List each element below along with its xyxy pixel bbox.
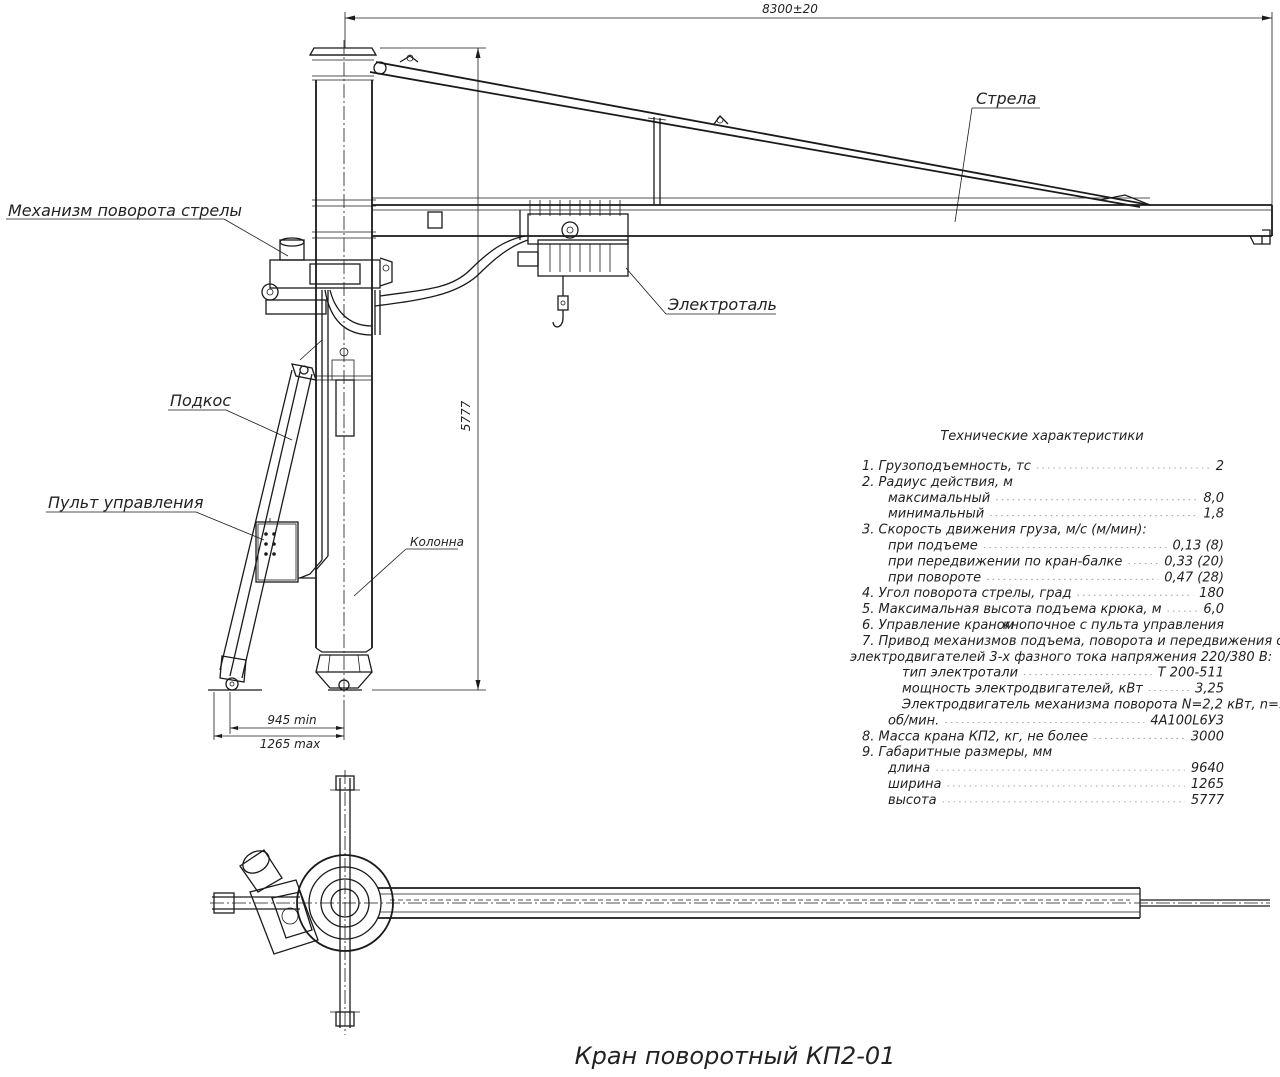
- spec-row-label: 4. Угол поворота стрелы, град: [862, 586, 1071, 601]
- callouts: Стрела Механизм поворота стрелы Электрот…: [6, 89, 1040, 597]
- spec-row-label: электродвигателей 3-х фазного тока напря…: [850, 650, 1272, 665]
- spec-row-label: при повороте: [888, 570, 981, 585]
- spec-row-label: 5. Максимальная высота подъема крюка, м: [862, 602, 1162, 617]
- spec-row-label: длина: [887, 761, 930, 776]
- plan-view: [210, 770, 1270, 1035]
- conduit: [299, 290, 355, 579]
- spec-row-value: Т 200-511: [1158, 666, 1224, 681]
- spec-row-label: 3. Скорость движения груза, м/с (м/мин):: [862, 523, 1147, 538]
- spec-row-label: 7. Привод механизмов подъема, поворота и…: [862, 634, 1280, 649]
- spec-row-value: 3000: [1191, 729, 1224, 744]
- spec-row-value: 1,8: [1203, 507, 1224, 522]
- spec-row-label: 6. Управление краном: [862, 618, 1015, 633]
- electric-hoist: [517, 200, 629, 328]
- spec-row-label: максимальный: [888, 491, 990, 506]
- spec-row-value: 6,0: [1203, 602, 1224, 617]
- drawing-title: Кран поворотный КП2-01: [575, 1042, 896, 1070]
- spec-row-value: 0,33 (20): [1164, 554, 1224, 569]
- brace: [208, 339, 323, 691]
- spec-row-label: 1. Грузоподъемность, тс: [862, 459, 1031, 474]
- spec-row-label: 9. Габаритные размеры, мм: [862, 745, 1052, 760]
- spec-row-label: Электродвигатель механизма поворота N=2,…: [901, 698, 1280, 713]
- spec-row-value: 3,25: [1195, 682, 1224, 697]
- spec-row-value: 0,47 (28): [1164, 570, 1224, 585]
- spec-row-label: минимальный: [888, 507, 984, 522]
- dim-height-label: 5777: [459, 400, 473, 431]
- spec-row-label: при подъеме: [888, 539, 978, 554]
- dimension-length: 8300±20: [344, 2, 1273, 230]
- spec-row-value: 5777: [1191, 793, 1225, 808]
- spec-row-value: 0,13 (8): [1173, 539, 1225, 554]
- spec-row-label: высота: [888, 793, 937, 808]
- boom: [369, 54, 1273, 307]
- slew-mechanism: [261, 237, 393, 336]
- spec-row-value: 1265: [1191, 777, 1224, 792]
- dimension-height: 5777: [372, 47, 486, 691]
- label-boom: Стрела: [976, 89, 1037, 108]
- control-panel: [255, 518, 316, 583]
- spec-row-label: 8. Масса крана КП2, кг, не более: [862, 729, 1088, 744]
- column: [308, 40, 378, 700]
- spec-row-value: 8,0: [1203, 491, 1224, 506]
- dim-min-label: 945 min: [267, 713, 316, 727]
- spec-heading: Технические характеристики: [940, 429, 1143, 444]
- spec-block: Технические характеристики 1. Грузоподъе…: [850, 429, 1280, 808]
- dim-max-label: 1265 max: [260, 737, 321, 751]
- dimension-base: 945 min 1265 max: [213, 692, 345, 751]
- spec-row-value: 4А100L6У3: [1150, 713, 1224, 728]
- spec-row-value: 9640: [1191, 761, 1224, 776]
- spec-row-label: при передвижении по кран-балке: [888, 554, 1122, 569]
- label-control-panel: Пульт управления: [48, 493, 204, 512]
- spec-row-value: кнопочное с пульта управления: [1003, 618, 1224, 633]
- spec-row-label: об/мин.: [888, 713, 939, 728]
- spec-row-value: 2: [1216, 459, 1224, 474]
- label-column: Колонна: [410, 535, 464, 549]
- spec-rows: 1. Грузоподъемность, тс 2 2. Радиус действ…: [850, 459, 1280, 808]
- spec-row-label: ширина: [888, 777, 942, 792]
- spec-row-value: 180: [1199, 586, 1224, 601]
- label-brace: Подкос: [170, 391, 231, 410]
- label-slew-mechanism: Механизм поворота стрелы: [8, 201, 242, 220]
- spec-row-label: 2. Радиус действия, м: [862, 475, 1013, 490]
- spec-row-label: мощность электродвигателей, кВт: [902, 682, 1143, 697]
- dim-length-label: 8300±20: [762, 2, 818, 16]
- spec-row-label: тип электротали: [902, 666, 1018, 681]
- label-hoist: Электроталь: [667, 295, 777, 314]
